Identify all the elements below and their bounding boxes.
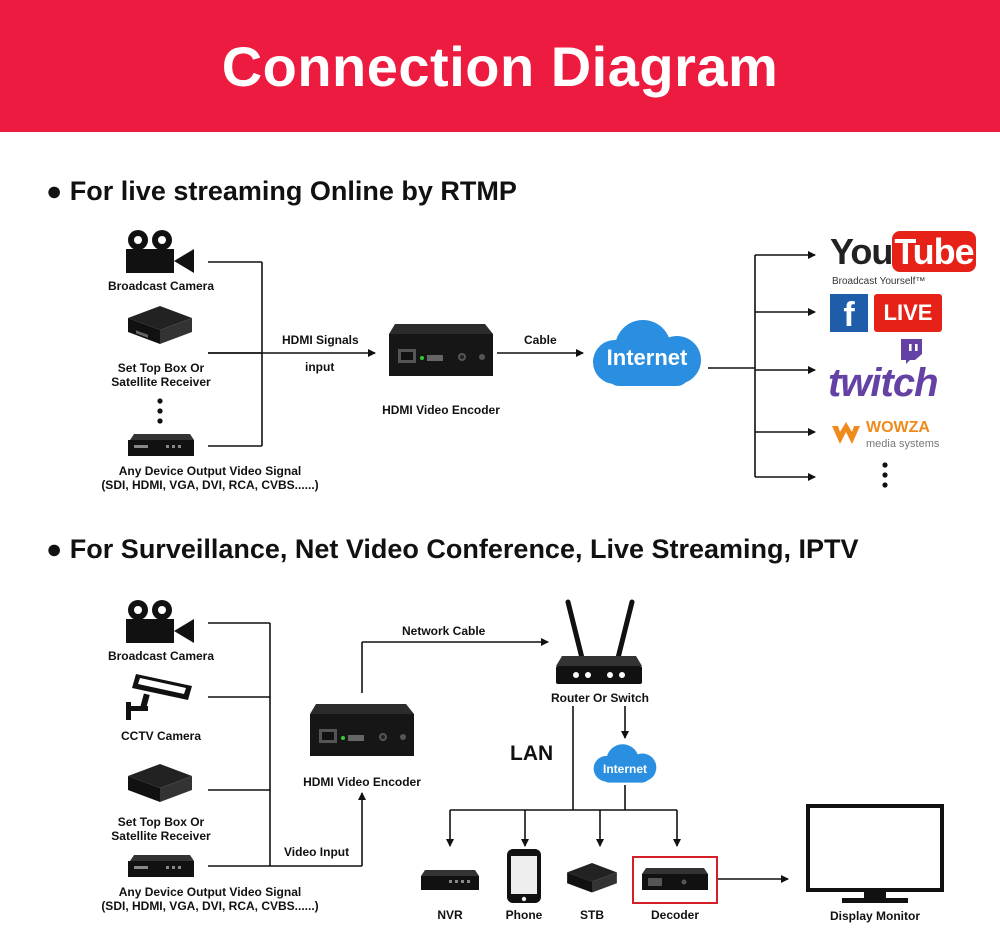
phone-label: Phone xyxy=(505,908,543,922)
lan-label: LAN xyxy=(510,742,554,765)
cctv-camera-icon xyxy=(126,674,192,720)
rack-device-icon xyxy=(128,434,194,456)
set-top-box-icon xyxy=(128,306,192,344)
section1-title: ● For live streaming Online by RTMP xyxy=(46,176,517,206)
stb-icon xyxy=(567,863,617,893)
broadcast-camera-icon xyxy=(126,230,194,273)
any-device-label: Any Device Output Video Signal (SDI, HDM… xyxy=(101,464,319,492)
rack-device-icon-2 xyxy=(128,855,194,877)
nvr-icon xyxy=(421,870,479,890)
decoder-icon xyxy=(642,868,708,890)
encoder-label-1: HDMI Video Encoder xyxy=(382,403,500,417)
set-top-box-label: Set Top Box Or Satellite Receiver xyxy=(111,361,211,389)
display-monitor-label: Display Monitor xyxy=(829,909,920,923)
wowza-subtext: media systems xyxy=(866,438,940,450)
network-cable-label: Network Cable xyxy=(402,624,486,638)
nvr-label: NVR xyxy=(437,908,463,922)
more-platforms-dots-icon xyxy=(882,462,888,488)
internet-cloud-icon xyxy=(593,320,701,386)
phone-icon xyxy=(507,849,541,903)
input-label: input xyxy=(305,360,335,374)
video-input-label: Video Input xyxy=(284,845,350,859)
hdmi-encoder-icon xyxy=(389,324,493,376)
internet-label-1: Internet xyxy=(606,345,688,370)
broadcast-camera-label: Broadcast Camera xyxy=(107,279,215,293)
decoder-label: Decoder xyxy=(650,908,700,922)
live-badge: LIVE xyxy=(874,294,942,332)
decoder-highlight-box xyxy=(632,856,718,904)
any-device-label-2: Any Device Output Video Signal (SDI, HDM… xyxy=(101,885,319,913)
set-top-box-icon-2 xyxy=(128,764,192,802)
router-label: Router Or Switch xyxy=(550,691,649,705)
wowza-logo-text: WOWZA xyxy=(866,419,930,436)
internet-label-2: Internet xyxy=(602,762,647,776)
page-title: Connection Diagram xyxy=(221,35,779,98)
section2-title: ● For Surveillance, Net Video Conference… xyxy=(46,534,859,564)
twitch-glitch-icon xyxy=(901,339,922,364)
more-sources-dots-icon xyxy=(157,398,163,424)
stb-label: STB xyxy=(580,908,604,922)
hdmi-encoder-icon-2 xyxy=(310,704,414,756)
broadcast-camera-icon-2 xyxy=(126,600,194,643)
cable-label: Cable xyxy=(524,333,557,347)
broadcast-camera-label-2: Broadcast Camera xyxy=(107,649,215,663)
header-banner: Connection Diagram xyxy=(0,0,1000,132)
twitch-logo-text: twitch xyxy=(828,361,939,405)
display-monitor-icon xyxy=(806,804,944,903)
internet-cloud-icon-2 xyxy=(593,744,657,783)
facebook-icon: f xyxy=(830,294,868,332)
wowza-icon xyxy=(832,422,860,444)
hdmi-signals-label: HDMI Signals xyxy=(282,333,359,347)
set-top-box-label-2: Set Top Box Or Satellite Receiver xyxy=(111,815,211,843)
router-icon xyxy=(556,599,642,684)
encoder-label-2: HDMI Video Encoder xyxy=(303,775,421,789)
cctv-camera-label: CCTV Camera xyxy=(120,729,202,743)
youtube-logo: YouTube xyxy=(830,231,976,272)
youtube-tagline: Broadcast Yourself™ xyxy=(832,276,926,287)
